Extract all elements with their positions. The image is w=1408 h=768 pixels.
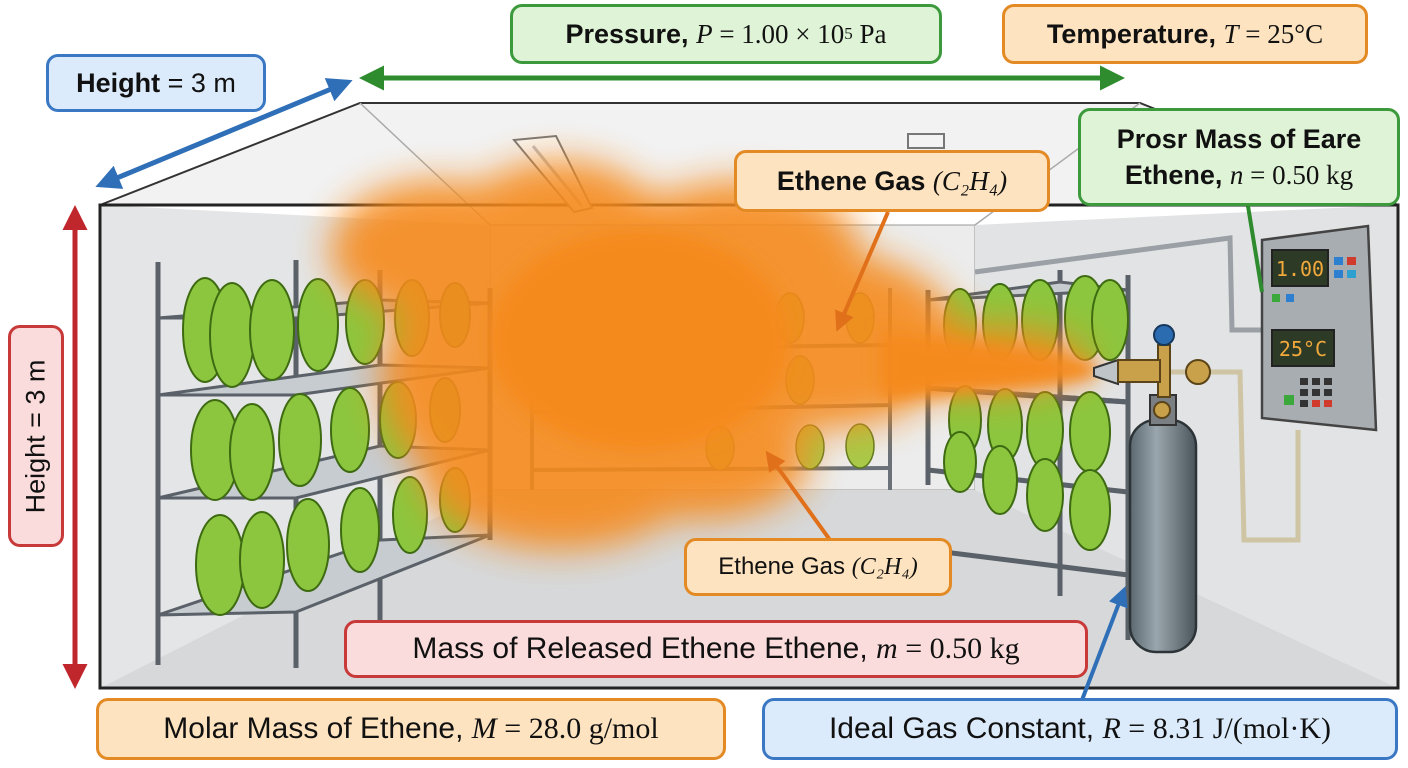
ethene-lower-formula: (C₂H₄): [851, 553, 918, 580]
molar-mass-label: Molar Mass of Ethene, M = 28.0 g/mol: [96, 698, 726, 760]
mass-label-symbol: n: [1229, 160, 1244, 190]
display-top: 1.00: [1276, 257, 1324, 281]
temperature-symbol: T: [1223, 18, 1239, 49]
mass-label-line2: Ethene, n = 0.50 kg: [1125, 157, 1353, 193]
ethene-gas-label-upper: Ethene Gas (C₂H₄): [734, 150, 1050, 212]
height-side-text: Height = 3 m: [20, 359, 51, 513]
released-mass-label: Mass of Released Ethene Ethene, m = 0.50…: [344, 620, 1088, 678]
mass-label-line1: Prosr Mass of Eare: [1116, 124, 1362, 154]
height-top-value: = 3 m: [160, 67, 236, 98]
ceiling-light-right: [907, 133, 945, 149]
ethene-lower-name: Ethene Gas: [718, 553, 852, 580]
pointer-arrows: [765, 205, 1264, 701]
height-label-top: Height = 3 m: [46, 54, 266, 112]
gas-constant-symbol: R: [1102, 712, 1121, 745]
mass-label-box: Prosr Mass of Eare Ethene, n = 0.50 kg: [1078, 108, 1400, 206]
gas-constant-name: Ideal Gas Constant,: [828, 712, 1103, 745]
pressure-exponent: 5: [844, 24, 853, 43]
temperature-value: 25°C: [1267, 18, 1324, 49]
gas-constant-value: 8.31 J/(mol·K): [1152, 712, 1332, 745]
released-mass-equals: =: [897, 632, 930, 665]
control-panel: 1.00 25°C: [1260, 224, 1378, 432]
temperature-equals: =: [1238, 18, 1268, 49]
display-bottom: 25°C: [1279, 337, 1327, 361]
released-mass-value: 0.50 kg: [929, 632, 1020, 665]
ethene-gas-label-lower: Ethene Gas (C₂H₄): [684, 538, 952, 596]
molar-mass-value: 28.0 g/mol: [528, 712, 659, 745]
molar-mass-symbol: M: [471, 712, 497, 745]
pipes: [974, 235, 1301, 543]
ethene-gas-cloud: [330, 160, 1095, 550]
pressure-value: 1.00 × 10: [741, 18, 845, 49]
mass-label-name: Ethene,: [1124, 160, 1223, 190]
released-mass-symbol: m: [876, 632, 898, 665]
pressure-name: Pressure,: [565, 18, 689, 49]
pressure-equals: =: [712, 18, 742, 49]
mass-label-value: 0.50 kg: [1272, 160, 1354, 190]
gas-constant-equals: =: [1120, 712, 1153, 745]
temperature-label: Temperature, T = 25°C: [1002, 4, 1368, 64]
height-top-name: Height: [76, 67, 161, 98]
pressure-symbol: P: [696, 18, 713, 49]
height-label-side: Height = 3 m: [8, 325, 64, 547]
height-arrow-blue: [95, 78, 353, 189]
mass-label-equals: =: [1243, 160, 1273, 190]
pressure-unit: Pa: [852, 18, 887, 49]
molar-mass-name: Molar Mass of Ethene,: [163, 712, 472, 745]
ethene-upper-name: Ethene Gas: [776, 165, 933, 196]
temperature-name: Temperature,: [1046, 18, 1216, 49]
released-mass-name: Mass of Released Ethene Ethene,: [412, 632, 877, 665]
gas-constant-label: Ideal Gas Constant, R = 8.31 J/(mol·K): [762, 698, 1398, 760]
ethene-upper-formula: (C₂H₄): [932, 165, 1008, 196]
molar-mass-equals: =: [496, 712, 529, 745]
gas-cylinder: [1093, 324, 1211, 654]
